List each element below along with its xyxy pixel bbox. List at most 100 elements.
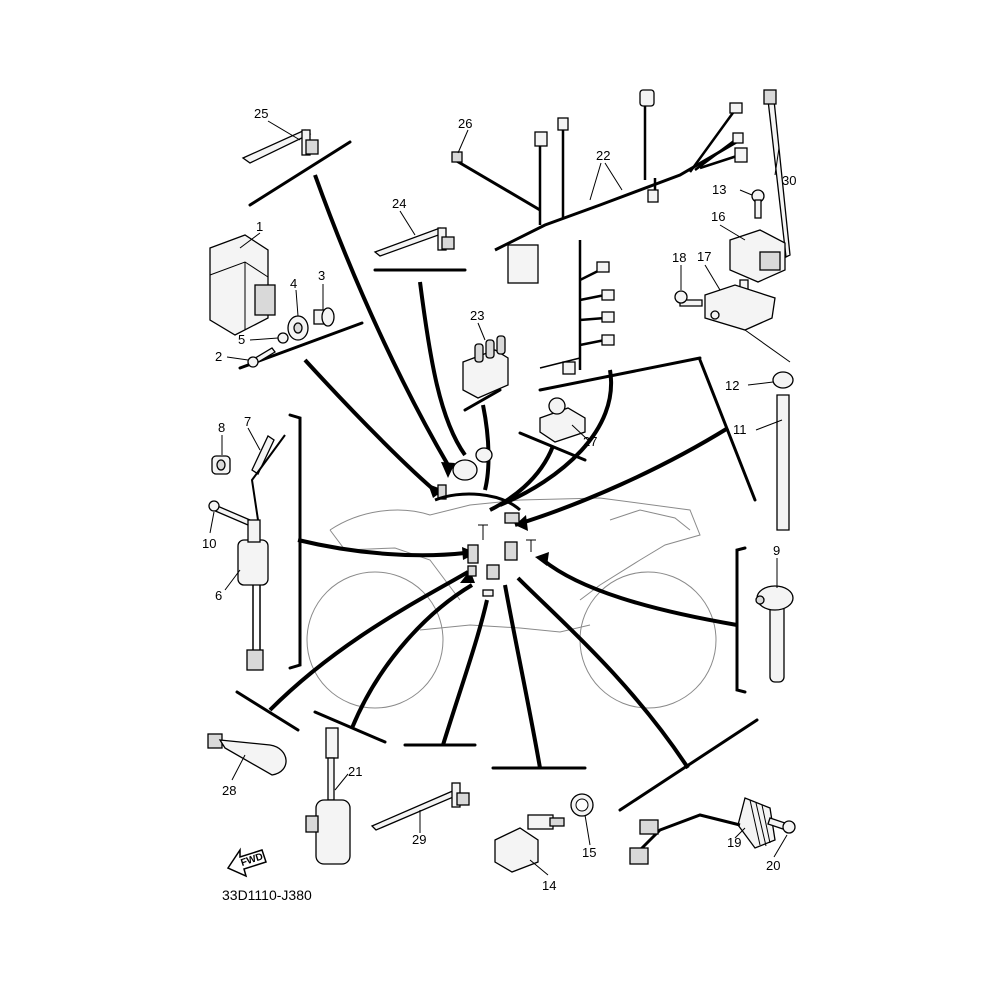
clamp-lead [744, 329, 791, 363]
part-8-grommet [211, 455, 231, 475]
cdi-box [209, 234, 269, 336]
harness-branches-up [538, 100, 657, 225]
bracket-23 [463, 388, 502, 412]
leader-24 [418, 281, 467, 457]
bracket-9 [735, 546, 747, 694]
lead-6 [224, 569, 241, 591]
lead-15 [584, 814, 591, 846]
cable-band-head [763, 89, 777, 105]
harness-plug-12 [562, 361, 576, 375]
callout-21: 21 [348, 764, 362, 779]
harness-connector-box [507, 244, 539, 284]
lead-23 [477, 322, 486, 341]
centre-part-e [467, 565, 477, 577]
rear-wheel-outline [306, 571, 444, 709]
cable-tie-head [305, 139, 319, 155]
harness-plug-5 [729, 102, 743, 114]
condenser-body [315, 799, 351, 865]
coil-body [237, 539, 269, 586]
band-strap [218, 739, 287, 776]
lead-27 [571, 424, 589, 441]
lead-25 [267, 120, 301, 141]
callout-4: 4 [290, 276, 297, 291]
cdi-connector [254, 284, 276, 316]
condenser-tab [305, 815, 319, 833]
harness-plug-10 [601, 311, 615, 323]
part-15-gasket [570, 793, 594, 817]
centre-cap [475, 447, 493, 463]
harness-plug-4 [647, 189, 659, 203]
part-10-bolt [208, 500, 251, 526]
arrowheads [428, 462, 549, 583]
bracket-plate [704, 284, 776, 331]
lead-1 [239, 232, 261, 249]
leader-9 [541, 558, 738, 627]
callout-24: 24 [392, 196, 406, 211]
rectifier-wires [638, 813, 741, 852]
lead-17 [704, 264, 721, 291]
lead-19 [734, 827, 746, 839]
callout-8: 8 [218, 420, 225, 435]
drawing-code: 33D1110-J380 [222, 887, 312, 903]
tube-body [251, 435, 275, 475]
rectifier-plug-1 [639, 819, 659, 835]
coil-plug [246, 649, 264, 671]
rectifier-fins [749, 799, 771, 847]
lead-16 [719, 224, 746, 241]
leader-1 [303, 358, 442, 497]
leader-29 [441, 599, 489, 746]
sensor-plug [759, 251, 781, 271]
lead-4 [295, 289, 299, 317]
part-17-bracket [704, 284, 776, 331]
part-11-hose [776, 394, 790, 531]
part-18-bolt [674, 290, 703, 307]
part-29-cable-tie [370, 782, 470, 831]
connector-block [462, 349, 509, 399]
part-7-tube [251, 435, 275, 475]
harness-plug-7 [734, 147, 748, 163]
motorcycle-silhouette [306, 497, 717, 709]
callout-14: 14 [542, 878, 556, 893]
harness-plug-8 [596, 261, 610, 273]
callout-13: 13 [712, 182, 726, 197]
part-23-connector [462, 335, 509, 399]
harness-plug-2 [557, 117, 569, 131]
bolt-head-20 [782, 820, 796, 834]
part-3-collar [313, 307, 335, 327]
condenser-lead [325, 727, 339, 759]
harness-plug-6 [732, 132, 744, 144]
lead-11 [755, 419, 783, 431]
part-21-condenser [305, 727, 351, 865]
callout-25: 25 [254, 106, 268, 121]
part-19-rectifier [629, 797, 776, 865]
bolt-head-2 [247, 356, 259, 368]
lead-12 [747, 381, 774, 386]
gasket-inner [575, 798, 589, 812]
callout-20: 20 [766, 858, 780, 873]
cable-tie-body-24 [373, 227, 446, 257]
leader-19 [516, 576, 690, 770]
part-30-cable-band [763, 89, 791, 258]
clamp-ring [772, 371, 794, 389]
lead-24 [399, 210, 416, 236]
switch-body [494, 827, 539, 873]
leader-28 [268, 570, 470, 712]
bracket-hole [710, 310, 720, 320]
bracket-21 [313, 710, 387, 744]
callout-17: 17 [697, 249, 711, 264]
part-20-bolt [767, 817, 796, 834]
lead-14 [529, 859, 549, 876]
harness-plug-11 [601, 334, 615, 346]
fwd-arrow-icon [226, 847, 267, 878]
callout-10: 10 [202, 536, 216, 551]
callout-12: 12 [725, 378, 739, 393]
arrow-11 [515, 515, 528, 531]
part-12-clamp [744, 329, 794, 389]
centre-grommet [452, 459, 478, 481]
connector-pin-2 [485, 339, 495, 359]
part-25-cable-tie [241, 129, 319, 164]
lead-5 [249, 337, 279, 341]
arrow-25 [441, 462, 455, 478]
bracket-28 [235, 690, 300, 732]
